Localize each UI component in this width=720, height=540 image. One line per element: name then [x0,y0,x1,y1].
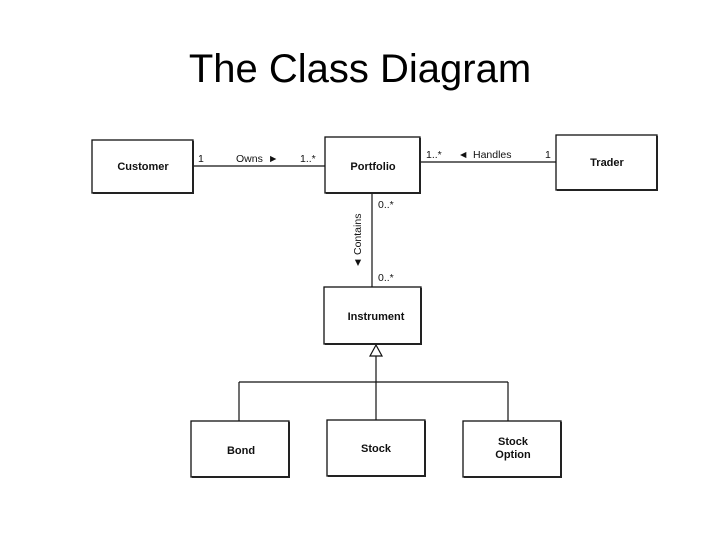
owns-multiplicity-customer: 1 [198,153,204,165]
handles-multiplicity-portfolio: 1..* [426,149,442,161]
class-customer: Customer [91,139,194,194]
class-instrument: Instrument [323,286,422,345]
owns-multiplicity-portfolio: 1..* [300,153,316,165]
class-trader-name: Trader [590,157,624,169]
class-stock-option-name-line1: Stock [498,436,529,448]
class-trader: Trader [555,134,658,191]
class-instrument-name: Instrument [348,311,405,323]
class-portfolio: Portfolio [324,136,421,194]
owns-direction-arrow-icon: ► [268,153,278,165]
generalization-triangle-icon [368,343,384,357]
contains-label: Contains [352,214,364,255]
class-customer-name: Customer [117,161,169,173]
contains-multiplicity-instrument: 0..* [378,272,394,284]
class-stock-option-name-line2: Option [495,449,531,461]
handles-multiplicity-trader: 1 [545,149,551,161]
class-bond: Bond [190,420,290,478]
class-stock-name: Stock [361,443,392,455]
class-stock: Stock [326,419,426,477]
page-title: The Class Diagram [188,47,532,91]
owns-label: Owns [236,153,263,165]
handles-direction-arrow-icon: ◄ [458,149,468,161]
contains-multiplicity-portfolio: 0..* [378,199,394,211]
class-stock-option: Stock Option [462,420,562,478]
class-bond-name: Bond [227,445,255,457]
handles-label: Handles [473,149,512,161]
contains-direction-arrow-icon: ◄ [352,258,364,268]
class-portfolio-name: Portfolio [350,161,395,173]
